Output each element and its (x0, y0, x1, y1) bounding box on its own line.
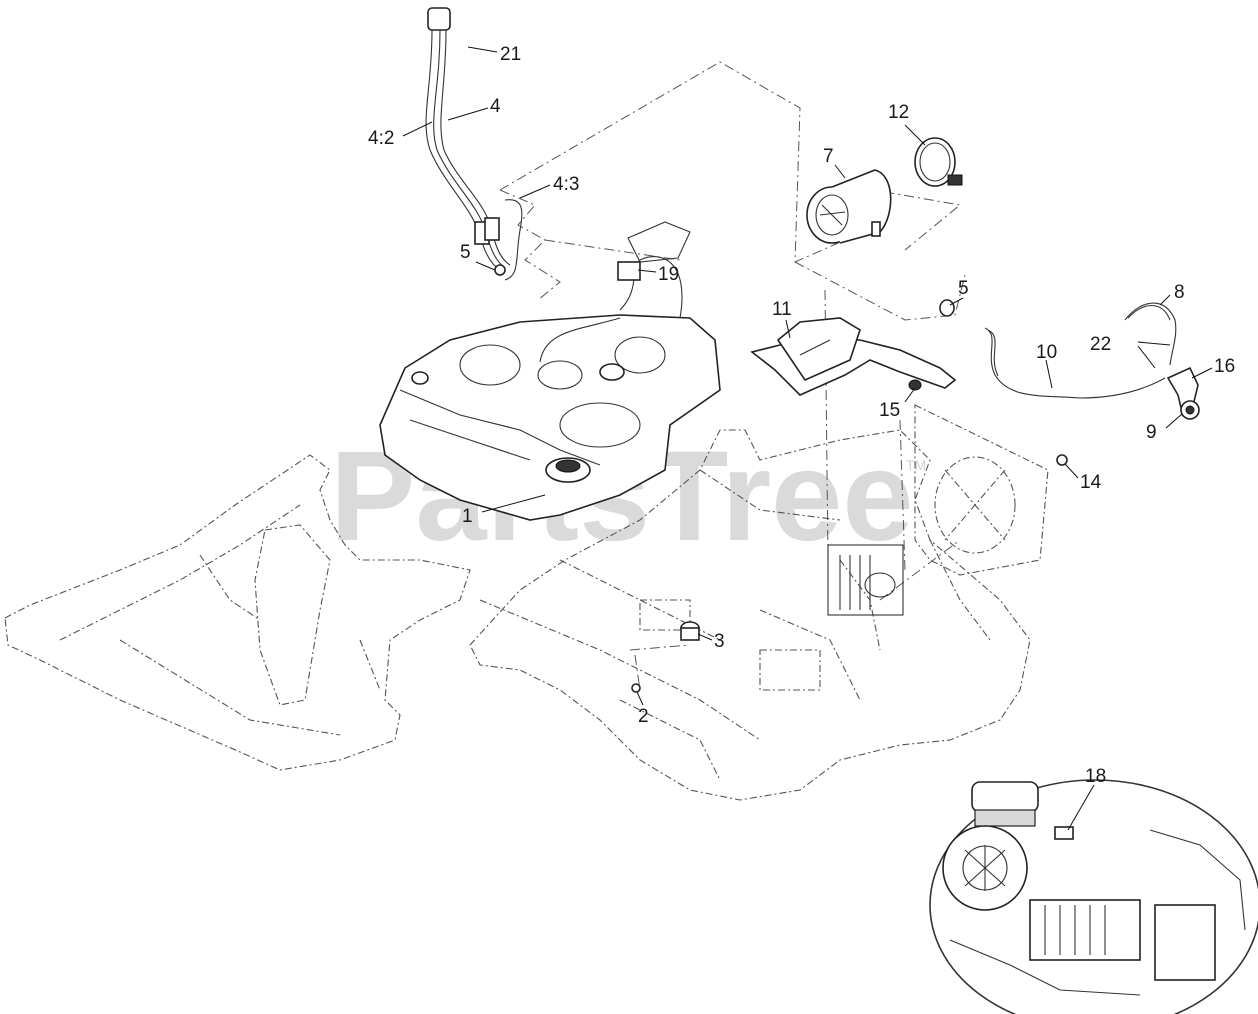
callout-15: 15 (879, 400, 900, 421)
callout-3: 3 (714, 631, 725, 652)
callout-5-hose: 5 (460, 242, 471, 263)
rear-fan-panel (914, 404, 1049, 576)
callout-labels: 21 4 4:2 4:3 12 7 5 19 5 11 8 22 10 16 1… (368, 44, 1235, 787)
callout-21: 21 (500, 44, 521, 65)
grommet-3 (680, 621, 700, 641)
engine-inset (929, 779, 1258, 1014)
engine-block (827, 544, 904, 616)
vent-hose (984, 302, 1177, 399)
callout-18: 18 (1085, 766, 1106, 787)
callout-4-3: 4:3 (553, 174, 579, 195)
callout-19: 19 (658, 264, 679, 285)
watermark-tm: TM (906, 457, 926, 473)
callout-8: 8 (1174, 282, 1185, 303)
callout-22: 22 (1090, 334, 1111, 355)
callout-12: 12 (888, 102, 909, 123)
fuel-tank (379, 221, 721, 521)
leader-lines (402, 46, 1213, 831)
callout-4: 4 (490, 96, 501, 117)
callout-7: 7 (823, 146, 834, 167)
callout-16: 16 (1214, 356, 1235, 377)
callout-11: 11 (772, 299, 792, 320)
canister-bracket (750, 317, 957, 396)
nut-14 (1056, 454, 1068, 466)
callout-5-grommet: 5 (958, 278, 969, 299)
grommet-5 (939, 299, 955, 317)
callout-4-2: 4:2 (368, 128, 394, 149)
charcoal-canister (806, 169, 892, 244)
callout-10: 10 (1036, 342, 1057, 363)
callout-9: 9 (1146, 422, 1157, 443)
left-frame-rail (4, 454, 471, 771)
callout-1: 1 (462, 506, 473, 527)
callout-14: 14 (1080, 472, 1102, 493)
canister-clamp (914, 137, 963, 187)
nut-15 (908, 379, 922, 391)
screw-2 (631, 683, 641, 693)
callout-2: 2 (638, 706, 649, 727)
rollover-valve-9 (1166, 366, 1200, 420)
filler-neck-hose (425, 7, 523, 281)
